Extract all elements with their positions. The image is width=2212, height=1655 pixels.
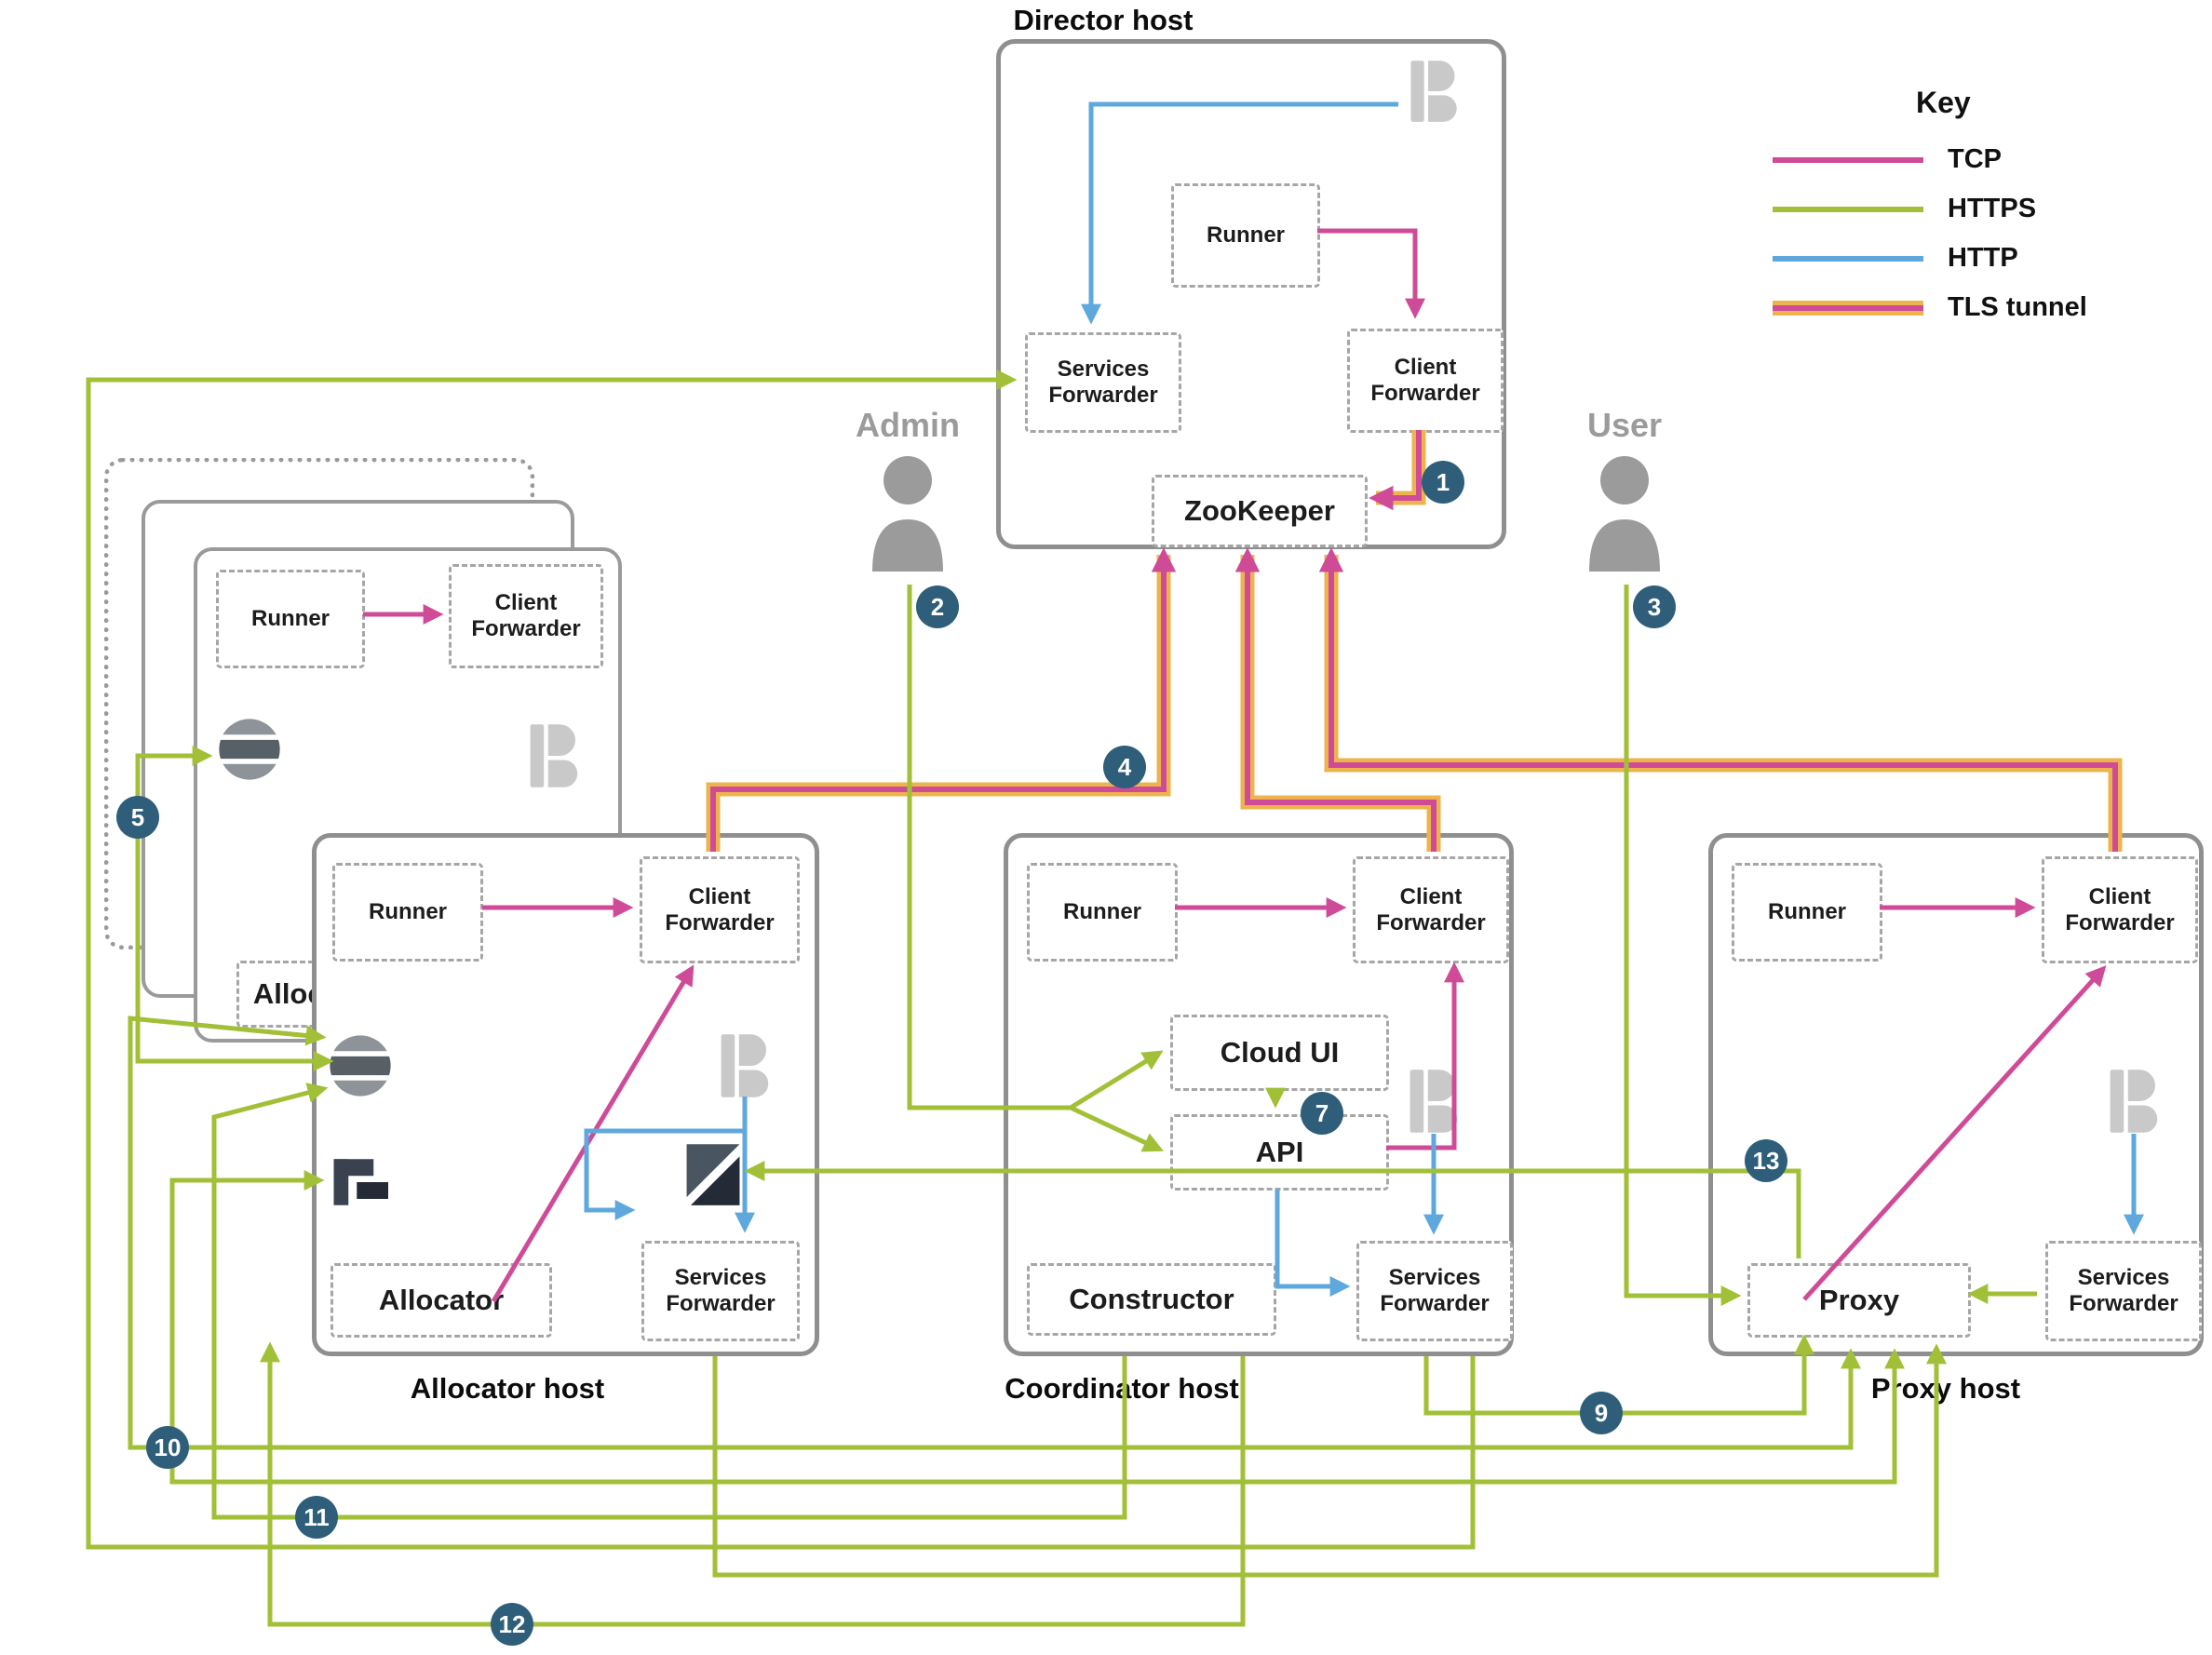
b-logo: [1409, 1070, 1458, 1133]
elasticsearch-logo: [219, 719, 280, 780]
runner-box-allocator: Runner: [332, 863, 483, 962]
user-person-icon: [1589, 456, 1660, 572]
runner-box-director: Runner: [1171, 183, 1320, 288]
legend-row-http: HTTP: [1769, 234, 2087, 283]
tls-tunnel-coordinator-cf-to-zookeeper: [1234, 547, 1436, 852]
legend: Key TCP HTTPS HTTP TLS tunnel: [1769, 86, 2087, 332]
admin-label: Admin: [856, 406, 960, 444]
step-badge-3: 3: [1633, 585, 1676, 628]
step-badge-13: 13: [1745, 1139, 1787, 1182]
services-forwarder-box-coordinator: Services Forwarder: [1356, 1241, 1513, 1341]
runner-box-proxy: Runner: [1732, 863, 1882, 962]
step-badge-12: 12: [491, 1603, 533, 1646]
client-forwarder-box-allocator: Client Forwarder: [640, 856, 800, 963]
https-allocator-sf-to-proxy: [712, 1343, 1948, 1578]
admin-person-icon: [872, 456, 943, 572]
step-badge-2: 2: [916, 585, 959, 628]
tls-tunnel-line-sample: [1773, 300, 1923, 316]
b-logo: [1410, 61, 1457, 122]
https-line-sample: [1773, 206, 1923, 212]
step-badge-10: 10: [146, 1426, 189, 1469]
step-badge-1: 1: [1422, 461, 1464, 504]
client-forwarder-box-director: Client Forwarder: [1347, 329, 1504, 433]
product-logo: [333, 1159, 388, 1205]
services-forwarder-box-proxy: Services Forwarder: [2045, 1241, 2202, 1341]
client-forwarder-box-coordinator: Client Forwarder: [1353, 856, 1509, 963]
b-logo: [530, 724, 578, 787]
proxy-box: Proxy: [1747, 1263, 1971, 1338]
tls-tunnel-proxy-cf-to-zookeeper-outline: [1324, 555, 2123, 852]
step-badge-4: 4: [1103, 746, 1146, 788]
allocator-host-title: Allocator host: [410, 1372, 605, 1405]
legend-title: Key: [1916, 86, 1971, 119]
b-logo: [2110, 1070, 2158, 1133]
allocator-box: Allocator: [330, 1263, 552, 1338]
step-badge-7: 7: [1301, 1092, 1343, 1135]
client-forwarder-box-proxy: Client Forwarder: [2042, 856, 2198, 963]
user-label: User: [1586, 406, 1663, 444]
tls-tunnel-coordinator-cf-to-zookeeper-outline: [1240, 555, 1441, 852]
legend-row-tcp: TCP: [1769, 135, 2087, 184]
kibana-logo: [686, 1144, 740, 1205]
tls-tunnel-proxy-cf-to-zookeeper: [1318, 547, 2118, 852]
proxy-host: Runner Client Forwarder Proxy Services F…: [1708, 833, 2204, 1356]
step-badge-5: 5: [116, 796, 159, 839]
cloud-ui-box: Cloud UI: [1170, 1015, 1389, 1091]
constructor-box: Constructor: [1027, 1263, 1276, 1336]
services-forwarder-box-director: Services Forwarder: [1025, 332, 1181, 433]
runner-box-back-allocator: Runner: [216, 570, 365, 668]
b-logo: [721, 1034, 769, 1097]
user-actor: User: [1559, 406, 1690, 575]
proxy-host-title: Proxy host: [1870, 1372, 2021, 1405]
elasticsearch-logo: [330, 1035, 391, 1097]
coordinator-host: Runner Client Forwarder Cloud UI API Con…: [1004, 833, 1514, 1356]
runner-box-coordinator: Runner: [1027, 863, 1178, 962]
api-box: API: [1170, 1114, 1389, 1191]
legend-label-tcp: TCP: [1948, 144, 2002, 174]
legend-row-tls-tunnel: TLS tunnel: [1769, 283, 2087, 332]
zookeeper-box: ZooKeeper: [1152, 475, 1368, 547]
http-line-sample: [1773, 255, 1923, 262]
tcp-line-sample: [1773, 156, 1923, 163]
step-badge-9: 9: [1580, 1392, 1623, 1434]
legend-label-tls-tunnel: TLS tunnel: [1948, 292, 2087, 322]
legend-row-https: HTTPS: [1769, 184, 2087, 234]
coordinator-host-title: Coordinator host: [1005, 1372, 1239, 1405]
legend-label-https: HTTPS: [1948, 194, 2037, 223]
allocator-host: Runner Client Forwarder Allocator Servic…: [312, 833, 819, 1356]
legend-label-http: HTTP: [1948, 243, 2018, 273]
admin-actor: Admin: [843, 406, 973, 575]
client-forwarder-box-back-allocator: Client Forwarder: [449, 564, 603, 668]
services-forwarder-box-allocator: Services Forwarder: [641, 1241, 800, 1341]
step-badge-11: 11: [295, 1496, 338, 1539]
director-host-title: Director host: [1013, 4, 1194, 36]
